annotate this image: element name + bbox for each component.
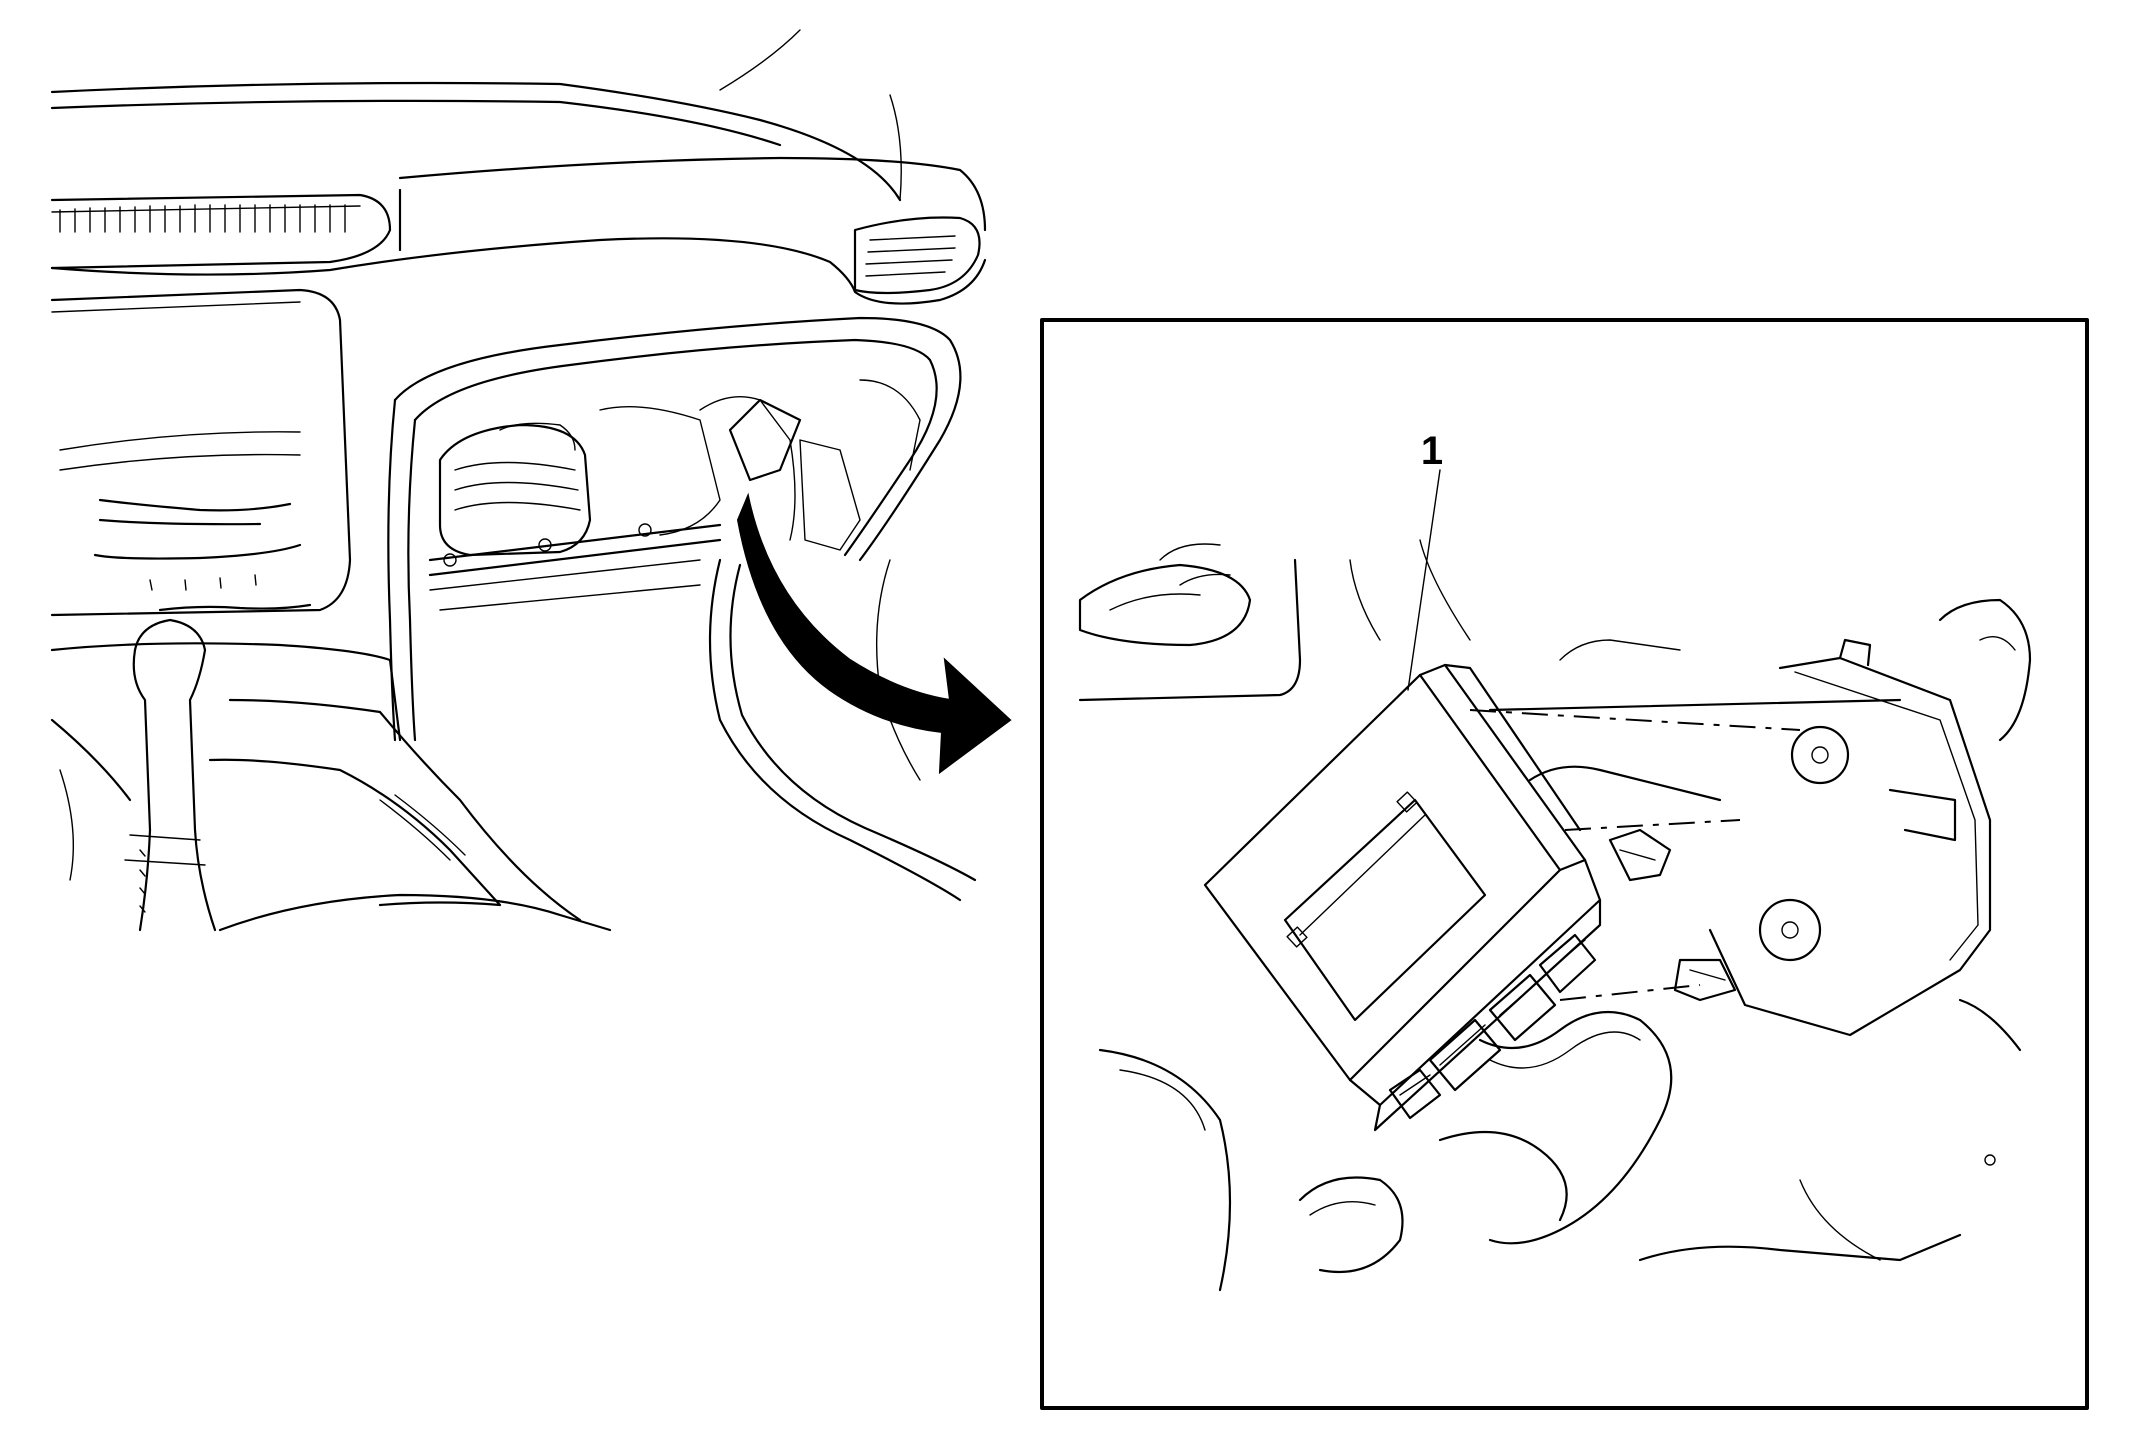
- gear-shifter: [124, 618, 217, 932]
- detail-inset: 1: [1040, 318, 2089, 1410]
- alignment-line-mid: [1564, 819, 1741, 831]
- left-vent-slats: [59, 204, 346, 233]
- callout-1-label: 1: [1421, 429, 1443, 473]
- callout-1: 1: [1407, 429, 1443, 691]
- alignment-line-bottom: [1559, 984, 1701, 1001]
- hvac-module-cavity: [428, 379, 921, 611]
- right-dash-vent: [853, 216, 981, 295]
- dashboard-overview: [50, 29, 1012, 932]
- alignment-line-top: [1469, 709, 1801, 731]
- callout-1-leader: [1407, 469, 1441, 691]
- removal-arrow: [736, 492, 1012, 775]
- mounting-bracket: [1608, 638, 1992, 1037]
- module-connectors: [1388, 933, 1597, 1120]
- control-module: [1203, 663, 1602, 1132]
- detail-inset-frame: [1040, 318, 2089, 1410]
